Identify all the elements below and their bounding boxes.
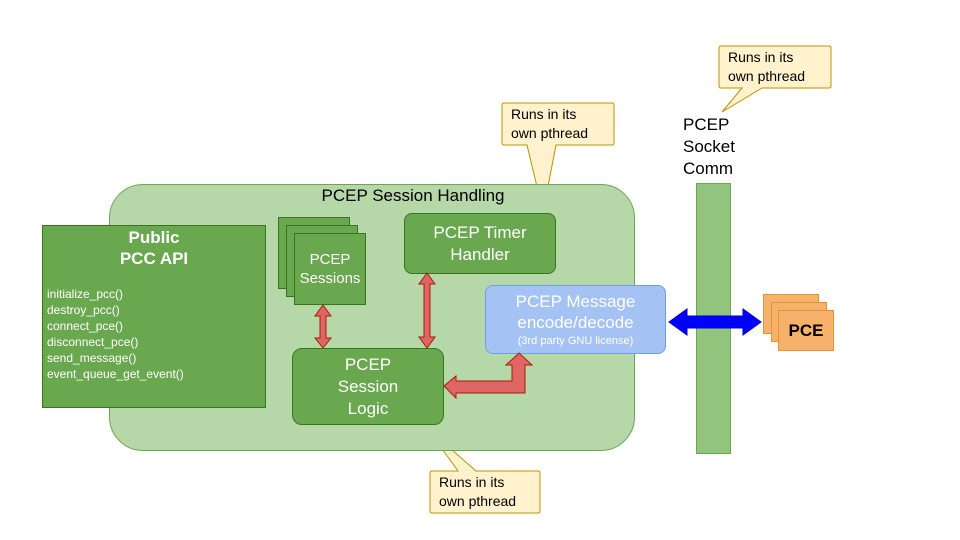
- pce-stack-card-front: PCE: [778, 310, 834, 351]
- callout-socket-line2: own pthread: [728, 68, 806, 84]
- public-pcc-api-box: [42, 225, 266, 408]
- api-function: disconnect_pce(): [47, 335, 139, 349]
- callout-socket-bubble: [718, 45, 832, 113]
- api-title-line1: Public: [128, 228, 180, 247]
- timer-handler-line2: Handler: [450, 244, 510, 264]
- message-codec-box: PCEP Message encode/decode (3rd party GN…: [485, 285, 666, 354]
- api-function: initialize_pcc(): [47, 287, 124, 301]
- api-function: destroy_pcc(): [47, 303, 120, 317]
- callout-socket-line1: Runs in its: [728, 49, 794, 65]
- timer-handler-box: PCEP Timer Handler: [404, 213, 556, 274]
- callout-logic-line2: own pthread: [439, 493, 517, 509]
- sessions-stack-card-front: PCEP Sessions: [294, 233, 366, 305]
- session-handling-title: PCEP Session Handling: [321, 186, 505, 205]
- callout-logic-line1: Runs in its: [439, 474, 505, 490]
- sessions-label-line2: Sessions: [299, 270, 361, 287]
- timer-handler-line1: PCEP Timer: [433, 222, 527, 242]
- callout-logic-bubble: [426, 427, 541, 514]
- message-codec-line2: encode/decode: [517, 312, 634, 332]
- session-logic-box: PCEP Session Logic: [292, 348, 444, 425]
- callout-timer-text: Runs in its own pthread: [511, 105, 588, 143]
- api-function-list: initialize_pcc() destroy_pcc() connect_p…: [47, 286, 184, 382]
- socket-comm-label: PCEP Socket Comm: [683, 114, 735, 180]
- codec-pce-arrow: [668, 308, 762, 336]
- callout-socket-text: Runs in its own pthread: [728, 48, 805, 86]
- callout-timer-bubble: [501, 102, 615, 213]
- sessions-label: PCEP Sessions: [300, 250, 361, 288]
- message-codec-license-note: (3rd party GNU license): [517, 334, 634, 347]
- callout-timer-line1: Runs in its: [511, 106, 577, 122]
- callout-timer-line2: own pthread: [511, 125, 589, 141]
- timer-logic-arrow: [418, 272, 436, 349]
- session-logic-line1: PCEP: [344, 354, 392, 374]
- message-codec-line1: PCEP Message: [515, 291, 636, 311]
- public-pcc-api-title: Public PCC API: [42, 227, 266, 269]
- pce-label: PCE: [788, 320, 824, 340]
- logic-codec-arrow: [443, 352, 534, 400]
- api-function: connect_pce(): [47, 319, 124, 333]
- socket-comm-line3: Comm: [683, 159, 734, 178]
- api-title-line2: PCC API: [119, 249, 189, 268]
- session-logic-line2: Session: [337, 376, 399, 396]
- socket-comm-line1: PCEP: [683, 115, 730, 134]
- api-function: event_queue_get_event(): [47, 367, 184, 381]
- callout-logic-text: Runs in its own pthread: [439, 473, 516, 511]
- sessions-label-line1: PCEP: [309, 251, 351, 268]
- socket-comm-line2: Socket: [683, 137, 735, 156]
- session-logic-line3: Logic: [347, 398, 389, 418]
- api-function: send_message(): [47, 351, 137, 365]
- sessions-logic-arrow: [313, 304, 333, 349]
